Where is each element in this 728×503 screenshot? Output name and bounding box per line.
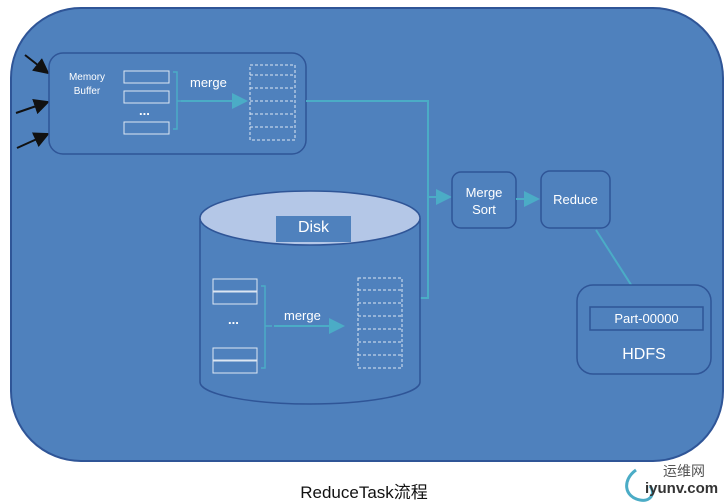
disk-label-box [276, 216, 351, 242]
reduce-box [540, 170, 611, 229]
memory-ellipsis: ... [139, 103, 150, 118]
input-arrow-2 [15, 98, 50, 115]
hdfs-label: HDFS [622, 346, 666, 363]
merge-sort-label-line1: Merge [465, 185, 503, 200]
memory-segment [123, 121, 170, 135]
disk-merge-label: merge [284, 308, 321, 323]
disk-label: Disk [297, 219, 330, 236]
disk-merged-stack [357, 277, 403, 369]
disk-segment [212, 360, 258, 374]
memory-merge-bracket [173, 71, 181, 130]
disk-merge-bracket [261, 285, 272, 369]
watermark-logo-icon [625, 468, 654, 502]
part-file-label: Part-00000 [614, 311, 679, 326]
input-arrow-3 [16, 132, 50, 149]
merge-sort-label: Merge Sort [452, 184, 516, 218]
memory-merge-label: merge [190, 75, 227, 90]
disk-to-merge-sort-connector [419, 197, 429, 299]
memory-to-merge-sort-connector [306, 100, 452, 205]
memory-segment [123, 90, 170, 104]
memory-buffer-label-line2: Buffer [73, 86, 101, 97]
part-file-box [589, 306, 704, 331]
disk-ellipsis: ... [228, 312, 239, 327]
memory-buffer-label-line1: Memory [68, 72, 106, 83]
diagram-caption: ReduceTask流程 [300, 483, 428, 502]
disk-segment [212, 347, 258, 361]
disk-segment [212, 291, 258, 305]
watermark-brand: 运维网 [663, 463, 705, 479]
memory-merged-stack [249, 64, 296, 141]
reduce-label: Reduce [553, 192, 598, 207]
watermark-domain: iyunv.com [645, 480, 719, 497]
memory-segment [123, 70, 170, 84]
memory-buffer-label: Memory Buffer [58, 71, 116, 99]
merge-sort-label-line2: Sort [472, 202, 496, 217]
input-arrow-1 [24, 54, 50, 75]
disk-segment [212, 278, 258, 292]
